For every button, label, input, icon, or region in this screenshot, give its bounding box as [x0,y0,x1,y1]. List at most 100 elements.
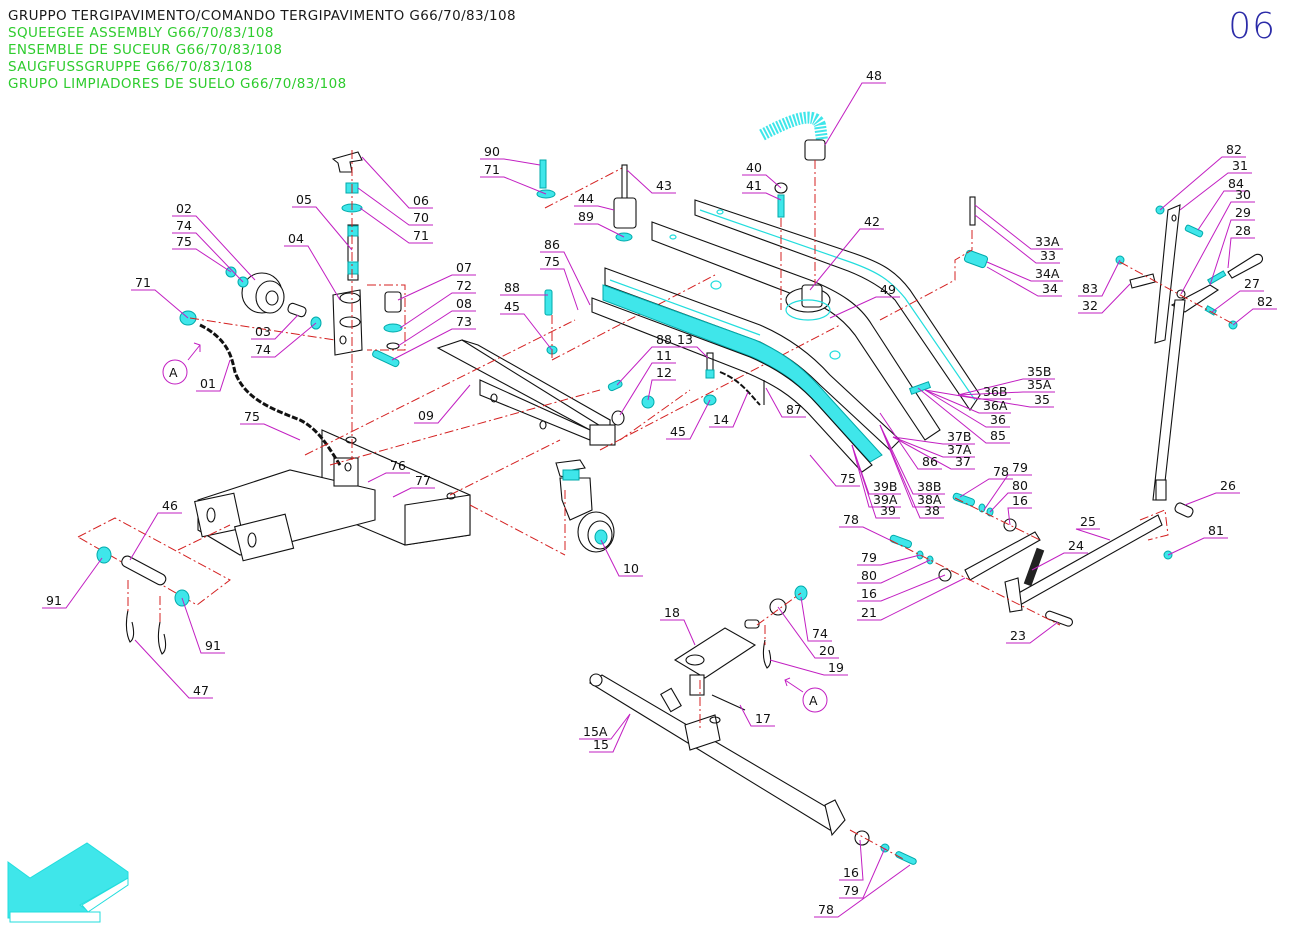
callout-32: 32 [1078,283,1131,314]
callout-label: 12 [656,365,672,380]
callout-label: 43 [656,178,672,193]
callout-85: 85 [917,387,1010,444]
chain-01-part [199,323,342,466]
callout-label: 39A [873,492,898,507]
callout-16: 16 [1007,493,1032,526]
callout-71: 71 [131,275,189,319]
callout-33: 33 [974,214,1060,264]
callout-75: 75 [240,409,301,441]
callout-37b: 37B [892,429,975,445]
callout-74: 74 [800,596,832,642]
callout-75: 75 [172,234,232,273]
callout-label: 37 [955,454,971,469]
callout-26: 26 [1184,478,1240,506]
callout-label: 71 [413,228,429,243]
leader-line [1184,492,1240,506]
callout-label: 90 [484,144,500,159]
leader-line [660,619,696,646]
callout-88: 88 [616,332,676,386]
leader-line [131,289,189,319]
callout-label: 37A [947,442,972,457]
callout-label: 86 [922,454,938,469]
leader-line [1180,201,1255,295]
leader-line [769,659,848,676]
callout-28: 28 [1227,223,1255,269]
callout-17: 17 [739,704,775,727]
callout-label: 84 [1228,176,1244,191]
leader-line [892,436,975,470]
leader-line [172,248,232,273]
title-german: SAUGFUSSGRUPPE G66/70/83/108 [8,59,253,75]
leader-line [579,713,631,740]
callout-40: 40 [742,160,782,189]
callout-label: 34 [1042,281,1058,296]
leader-line [1179,172,1252,211]
leader-line [181,597,225,654]
leader-line [814,864,911,918]
leader-line [251,322,317,358]
page-number: 06 [1228,6,1276,47]
leader-line [574,223,625,238]
callout-label: 85 [990,428,1006,443]
leader-line [134,639,213,699]
callout-label: 36B [983,384,1007,399]
leader-line [851,444,900,519]
view-marker-a-label: A [169,365,178,380]
callout-label: 16 [861,586,877,601]
callout-label: 15 [593,737,609,752]
callout-label: 16 [1012,493,1028,508]
callout-03: 03 [251,314,299,340]
callout-87: 87 [765,387,806,418]
callout-label: 33A [1035,234,1060,249]
callout-41: 41 [742,178,782,201]
callout-74: 74 [172,218,244,283]
leader-line [1197,190,1248,231]
callout-label: 38A [917,492,942,507]
callout-80: 80 [989,478,1032,513]
small-hardware-center [599,324,841,451]
callout-23: 23 [1006,621,1059,644]
linkage-assembly [889,492,1173,627]
callout-label: 04 [288,231,304,246]
callout-20: 20 [777,606,839,659]
callout-label: 27 [1244,276,1260,291]
callout-86: 86 [540,237,591,306]
leader-line [765,387,806,418]
knob-bracket-assembly [331,150,406,460]
callout-44: 44 [574,191,615,211]
leader-line [777,606,839,659]
callout-83: 83 [1078,259,1121,297]
bar-09-part [304,319,616,496]
title-italian: GRUPPO TERGIPAVIMENTO/COMANDO TERGIPAVIM… [8,8,516,24]
callout-label: 72 [456,278,472,293]
callout-label: 46 [162,498,178,513]
callout-39: 39 [851,444,900,519]
callout-78: 78 [839,512,891,541]
callout-label: 74 [176,218,192,233]
callout-label: 39 [880,503,896,518]
callout-label: 03 [255,324,271,339]
callout-77: 77 [392,473,435,498]
leader-line [983,474,1032,511]
callout-label: 15A [583,724,608,739]
callout-08: 08 [397,296,476,347]
leader-line [924,389,1011,414]
leader-line [359,207,433,244]
callout-label: 21 [861,605,877,620]
callout-38a: 38A [879,424,945,508]
callout-label: 73 [456,314,472,329]
leader-line [879,424,945,508]
callout-76: 76 [367,458,410,483]
leader-line [1227,237,1255,269]
callout-79: 79 [983,460,1032,511]
leader-line [879,424,944,519]
callout-label: 29 [1235,205,1251,220]
callout-34: 34 [986,266,1062,297]
callout-04: 04 [284,231,341,301]
callout-label: 14 [713,412,729,427]
callout-46: 46 [129,498,182,561]
callout-label: 80 [861,568,877,583]
leader-line [857,559,931,584]
leader-line [1211,290,1264,313]
